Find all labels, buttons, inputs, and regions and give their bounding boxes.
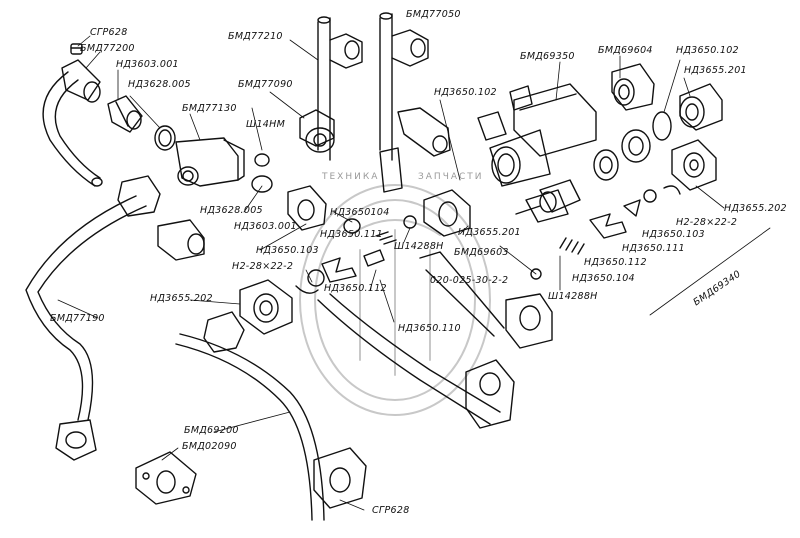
bmd77190-tube (25, 175, 161, 461)
label-nd3650104-right: НД3650.104 (572, 273, 635, 284)
nd3628005-ring-top (154, 125, 176, 151)
label-nd3650102-right: НД3650.102 (676, 45, 739, 56)
label-nd3650104-mid: НД3650104 (330, 207, 390, 218)
bmd77130-tee (175, 137, 245, 187)
bmd77090-banjo (251, 109, 335, 193)
nd3655202-nut-left (239, 279, 293, 335)
label-bmd77200: БМД77200 (80, 43, 135, 54)
label-nd3650111-mid: НД3650.111 (320, 229, 383, 240)
label-n2-28-22-2-left: Н2-28×22-2 (232, 261, 294, 272)
label-bmd69350: БМД69350 (520, 51, 575, 62)
label-nd3650112-right: НД3650.112 (584, 257, 647, 268)
label-nd3650102-center: НД3650.102 (434, 87, 497, 98)
watermark-logo (299, 184, 491, 416)
label-bmd77130: БМД77130 (182, 103, 237, 114)
nd3655201-fitting-right (679, 83, 723, 131)
label-bmd69603: БМД69603 (454, 247, 509, 258)
label-bmd77210: БМД77210 (228, 31, 283, 42)
o-ring-right (652, 111, 672, 141)
label-nd3650111-right: НД3650.111 (622, 243, 685, 254)
label-nd3655201-mid: НД3655.201 (458, 227, 521, 238)
bmd77210-pipe (317, 16, 363, 161)
label-nd3603001-top: НД3603.001 (116, 59, 179, 70)
sgr628-cap-top (70, 43, 83, 55)
nd3655201-fitting-mid (423, 189, 471, 237)
bmd77200-tube (42, 59, 103, 187)
label-bmd77050: БМД77050 (406, 9, 461, 20)
label-nd3603001-mid: НД3603.001 (234, 221, 297, 232)
label-nd3650103-right: НД3650.103 (642, 229, 705, 240)
label-nd3655201-right: НД3655.201 (684, 65, 747, 76)
bottom-right-tee (419, 251, 553, 349)
label-sh14hmm: Ш14НМ (246, 119, 286, 130)
nd3603001-fitting-mid (287, 185, 327, 231)
label-nd3655202-left: НД3655.202 (150, 293, 213, 304)
label-sh14288n-mid: Ш14288Н (394, 241, 444, 252)
label-bmd02090: БМД02090 (182, 441, 237, 452)
label-n2-28-22-2-right: Н2-28×22-2 (676, 217, 738, 228)
label-o20-025-30-2-2: 020-025-30-2-2 (430, 275, 509, 286)
bmd02090-flange (135, 451, 197, 505)
label-nd3628005-top: НД3628.005 (128, 79, 191, 90)
watermark-text-left: ТЕХНИКА (322, 172, 380, 182)
spring-parts (530, 185, 681, 280)
label-nd3650112-mid: НД3650.112 (324, 283, 387, 294)
label-sgr628-top: СГР628 (90, 27, 128, 38)
bmd77050-pipe (379, 12, 451, 161)
mid-fitting-left (157, 219, 205, 261)
nd3603001-fitting-top (107, 95, 143, 133)
label-nd3655202-right: НД3655.202 (724, 203, 787, 214)
label-nd3650103-mid: НД3650.103 (256, 245, 319, 256)
nd3655202-nut-right (671, 139, 717, 191)
label-sgr628-bottom: СГР628 (372, 505, 410, 516)
label-nd3650110: НД3650.110 (398, 323, 461, 334)
bracket-parts-mid (295, 231, 397, 294)
label-bmd69604: БМД69604 (598, 45, 653, 56)
label-bmd77190: БМД77190 (50, 313, 105, 324)
label-bmd69200: БМД69200 (184, 425, 239, 436)
watermark-text-right: ЗАПЧАСТИ (418, 172, 484, 182)
leader-lines (57, 35, 771, 511)
nd3650110-tube (317, 293, 515, 429)
label-sh14288n-lower: Ш14288Н (548, 291, 598, 302)
label-nd3628005-left: НД3628.005 (200, 205, 263, 216)
bmd69350-cylinder (477, 83, 597, 187)
valve-assembly (515, 129, 651, 223)
bmd69200-tube (175, 311, 367, 521)
bmd69604-nut (611, 63, 655, 111)
label-bmd77090: БМД77090 (238, 79, 293, 90)
